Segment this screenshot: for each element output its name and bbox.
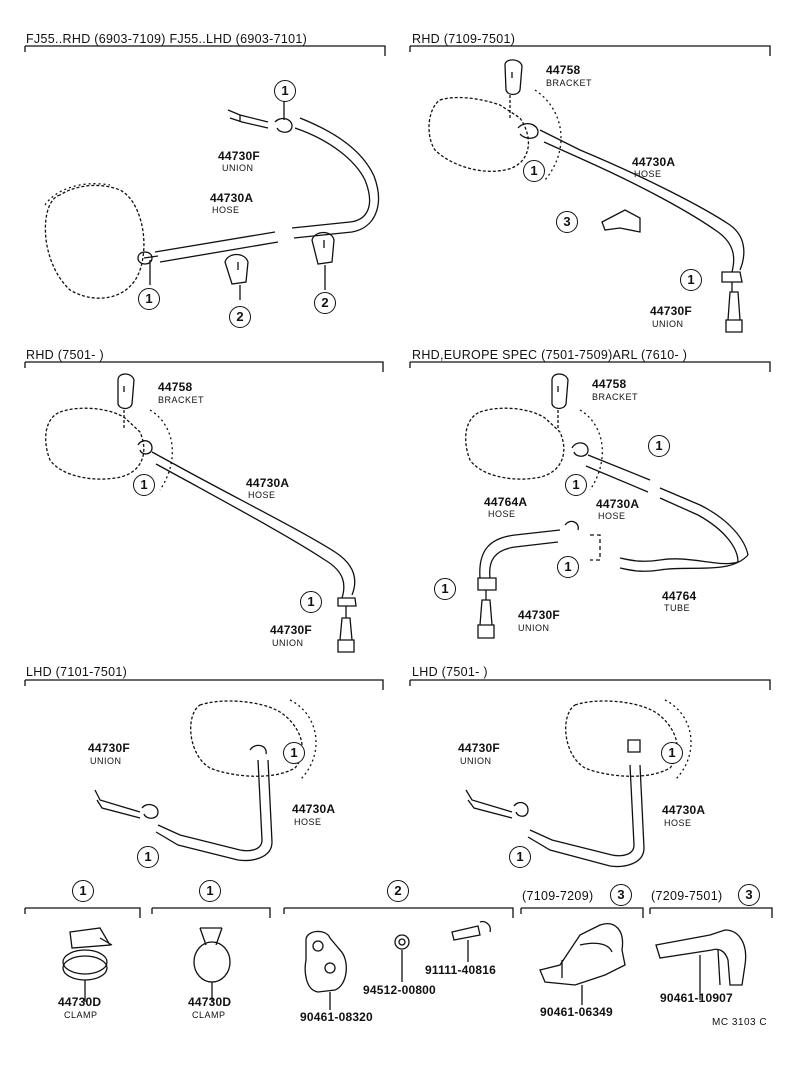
callout-1: 1	[509, 846, 531, 868]
label-hose-num: 44730A	[292, 802, 336, 816]
header-section2: RHD (7109-7501)	[412, 32, 516, 46]
label-bracket-num: 44758	[158, 380, 193, 394]
callout-1: 1	[648, 435, 670, 457]
label-clamp-num: 44730D	[188, 995, 232, 1009]
label-bracket-name: BRACKET	[158, 395, 205, 405]
callout-1: 1	[137, 846, 159, 868]
footer-code: MC 3103 C	[712, 1017, 768, 1028]
range-7209-7501: (7209-7501)	[651, 889, 723, 903]
header-section1: FJ55..RHD (6903-7109) FJ55..LHD (6903-71…	[26, 32, 308, 46]
label-90461-06349: 90461-06349	[540, 1005, 613, 1019]
section5-drawing	[94, 699, 317, 862]
label-91111-40816: 91111-40816	[425, 963, 496, 977]
label-union-name: UNION	[652, 319, 684, 329]
label-hose-name: HOSE	[248, 490, 276, 500]
callout-1: 1	[523, 160, 545, 182]
callout-3: 3	[610, 884, 632, 906]
label-union-name: UNION	[460, 756, 492, 766]
header-section6: LHD (7501- )	[412, 665, 488, 679]
label-bracket-num: 44758	[592, 377, 627, 391]
section6-drawing	[465, 699, 692, 868]
callout-1: 1	[661, 742, 683, 764]
label-bracket-num: 44758	[546, 63, 581, 77]
label-hose2-num: 44764A	[484, 495, 528, 509]
callout-1: 1	[72, 880, 94, 902]
callout-1: 1	[434, 578, 456, 600]
label-bracket-name: BRACKET	[546, 78, 593, 88]
label-union-name: UNION	[222, 163, 254, 173]
section2-drawing	[428, 59, 745, 333]
callout-1: 1	[565, 474, 587, 496]
label-hose-name: HOSE	[598, 511, 626, 521]
label-hose-name: HOSE	[212, 205, 240, 215]
callout-1: 1	[300, 591, 322, 613]
callout-2: 2	[314, 292, 336, 314]
callout-1: 1	[138, 288, 160, 310]
header-section3: RHD (7501- )	[26, 348, 104, 362]
label-union-name: UNION	[90, 756, 122, 766]
label-hose-num: 44730A	[632, 155, 676, 169]
label-hose-name: HOSE	[664, 818, 692, 828]
label-union-num: 44730F	[518, 608, 560, 622]
header-section5: LHD (7101-7501)	[26, 665, 128, 679]
label-union-num: 44730F	[270, 623, 312, 637]
label-tube-name: TUBE	[664, 603, 691, 613]
callout-2: 2	[229, 306, 251, 328]
label-hose-num: 44730A	[210, 191, 254, 205]
label-hose-name: HOSE	[294, 817, 322, 827]
label-hose-name: HOSE	[634, 169, 662, 179]
section4-drawing	[465, 373, 749, 639]
callout-1: 1	[283, 742, 305, 764]
label-hose-num: 44730A	[246, 476, 290, 490]
callout-1: 1	[557, 556, 579, 578]
callout-3: 3	[556, 211, 578, 233]
label-union-num: 44730F	[458, 741, 500, 755]
label-union-num: 44730F	[650, 304, 692, 318]
label-94512-00800: 94512-00800	[363, 983, 436, 997]
callout-1: 1	[133, 474, 155, 496]
callout-1: 1	[680, 269, 702, 291]
label-hose-num: 44730A	[596, 497, 640, 511]
label-90461-10907: 90461-10907	[660, 991, 733, 1005]
label-union-name: UNION	[272, 638, 304, 648]
label-clamp-name: CLAMP	[64, 1010, 98, 1020]
label-union-num: 44730F	[88, 741, 130, 755]
label-clamp-name: CLAMP	[192, 1010, 226, 1020]
section3-drawing	[45, 373, 357, 653]
label-bracket-name: BRACKET	[592, 392, 639, 402]
label-90461-08320: 90461-08320	[300, 1010, 373, 1024]
label-hose-num: 44730A	[662, 803, 706, 817]
callout-3: 3	[738, 884, 760, 906]
callout-1: 1	[199, 880, 221, 902]
label-hose2-name: HOSE	[488, 509, 516, 519]
label-tube-num: 44764	[662, 589, 697, 603]
range-7109-7209: (7109-7209)	[522, 889, 594, 903]
label-union-name: UNION	[518, 623, 550, 633]
header-section4: RHD,EUROPE SPEC (7501-7509)ARL (7610- )	[412, 348, 688, 362]
callout-2: 2	[387, 880, 409, 902]
label-union-num: 44730F	[218, 149, 260, 163]
bottom-parts-drawing	[62, 920, 747, 1010]
callout-1: 1	[274, 80, 296, 102]
label-clamp-num: 44730D	[58, 995, 102, 1009]
section1-drawing	[44, 100, 379, 300]
section-rules	[24, 45, 773, 918]
